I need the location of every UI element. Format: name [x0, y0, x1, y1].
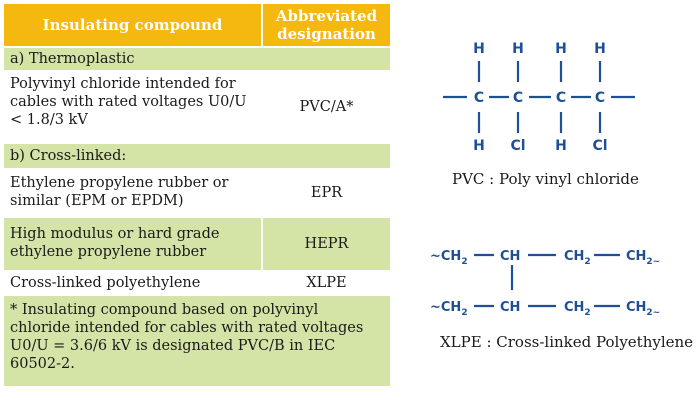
table-row-pvc: Polyvinyl chloride intended for cables w…: [4, 70, 390, 144]
hepr-name-line: ethylene propylene rubber: [10, 244, 207, 260]
pvc-chain-atom: C: [595, 90, 605, 106]
xlpe-row1-group: CH: [500, 249, 520, 264]
pvc-bonds: [443, 61, 635, 133]
epr-name-cell: Ethylene propylene rubber or similar (EP…: [4, 168, 263, 218]
footnote-line: 60502-2.: [10, 356, 75, 372]
section-label-crosslinked: b) Cross-linked:: [10, 148, 127, 164]
epr-name-line: Ethylene propylene rubber or: [10, 175, 229, 191]
pvc-name-line: Polyvinyl chloride intended for: [10, 76, 236, 92]
header-abbrev-line1: Abbreviated: [275, 7, 378, 25]
xlpe-row1-group: ~CH2: [430, 249, 468, 267]
xlpe-row1-group: CH2~: [626, 249, 660, 267]
pvc-chain-atom: C: [474, 90, 484, 106]
table-row-epr: Ethylene propylene rubber or similar (EP…: [4, 168, 390, 218]
pvc-name-cell: Polyvinyl chloride intended for cables w…: [4, 70, 263, 144]
header-compound: Insulating compound: [4, 4, 263, 46]
xlpe-row2-group: CH2: [564, 300, 591, 318]
xlpe-row1-group: CH2: [564, 249, 591, 267]
pvc-top-atom: H: [594, 41, 606, 57]
pvc-name-line: cables with rated voltages U0/U: [10, 94, 247, 110]
insulating-compound-table: Insulating compound Abbreviated designat…: [4, 4, 390, 386]
pvc-top-atom: H: [555, 41, 567, 57]
section-row-thermoplastic: a) Thermoplastic: [4, 46, 390, 70]
pvc-structural-formula: H H H H C C C C H Cl H Cl: [443, 41, 635, 154]
xlpe-abbrev-cell: XLPE: [306, 275, 347, 291]
pvc-bottom-atom: H: [473, 138, 485, 154]
epr-name-line: similar (EPM or EPDM): [10, 193, 184, 209]
xlpe-caption: XLPE : Cross-linked Polyethylene: [440, 333, 694, 351]
section-row-crosslinked: b) Cross-linked:: [4, 144, 390, 168]
table-header-row: Insulating compound Abbreviated designat…: [4, 4, 390, 46]
footnote-line: chloride intended for cables with rated …: [10, 320, 364, 336]
hepr-name-cell: High modulus or hard grade ethylene prop…: [4, 218, 263, 270]
table-footnote-row: * Insulating compound based on polyvinyl…: [4, 296, 390, 386]
footnote-line: U0/U = 3.6/6 kV is designated PVC/B in I…: [10, 338, 336, 354]
xlpe-row2-group: CH: [500, 300, 520, 315]
xlpe-row2-group: CH2~: [626, 300, 660, 318]
header-abbreviation: Abbreviated designation: [263, 4, 390, 46]
footnote-line: * Insulating compound based on polyvinyl: [10, 302, 319, 318]
xlpe-row2-group: ~CH2: [430, 300, 468, 318]
pvc-abbrev-cell: PVC/A*: [299, 99, 354, 115]
section-label-thermoplastic: a) Thermoplastic: [10, 51, 135, 67]
xlpe-bonds: [474, 253, 620, 308]
epr-abbrev-cell: EPR: [310, 185, 343, 201]
hepr-abbrev-cell: HEPR: [304, 236, 349, 252]
header-abbrev-line2: designation: [277, 25, 376, 43]
table-row-xlpe: Cross-linked polyethylene XLPE: [4, 270, 390, 296]
pvc-chain-atom: C: [513, 90, 523, 106]
xlpe-name-cell: Cross-linked polyethylene: [10, 275, 201, 291]
hepr-name-line: High modulus or hard grade: [10, 226, 220, 242]
pvc-top-atom: H: [512, 41, 524, 57]
pvc-caption: PVC : Poly vinyl chloride: [452, 170, 639, 188]
pvc-top-atom: H: [473, 41, 485, 57]
pvc-bottom-atom: Cl: [510, 138, 525, 154]
pvc-name-line: < 1.8/3 kV: [10, 112, 88, 128]
table-row-hepr: High modulus or hard grade ethylene prop…: [4, 218, 390, 270]
pvc-bottom-atom: H: [555, 138, 567, 154]
footnote-cell: * Insulating compound based on polyvinyl…: [4, 296, 390, 386]
xlpe-structural-formula: ~CH2 CH CH2 CH2~ ~CH2 CH CH2 CH2~: [430, 249, 660, 318]
pvc-bottom-atom: Cl: [592, 138, 607, 154]
pvc-chain-atom: C: [556, 90, 566, 106]
